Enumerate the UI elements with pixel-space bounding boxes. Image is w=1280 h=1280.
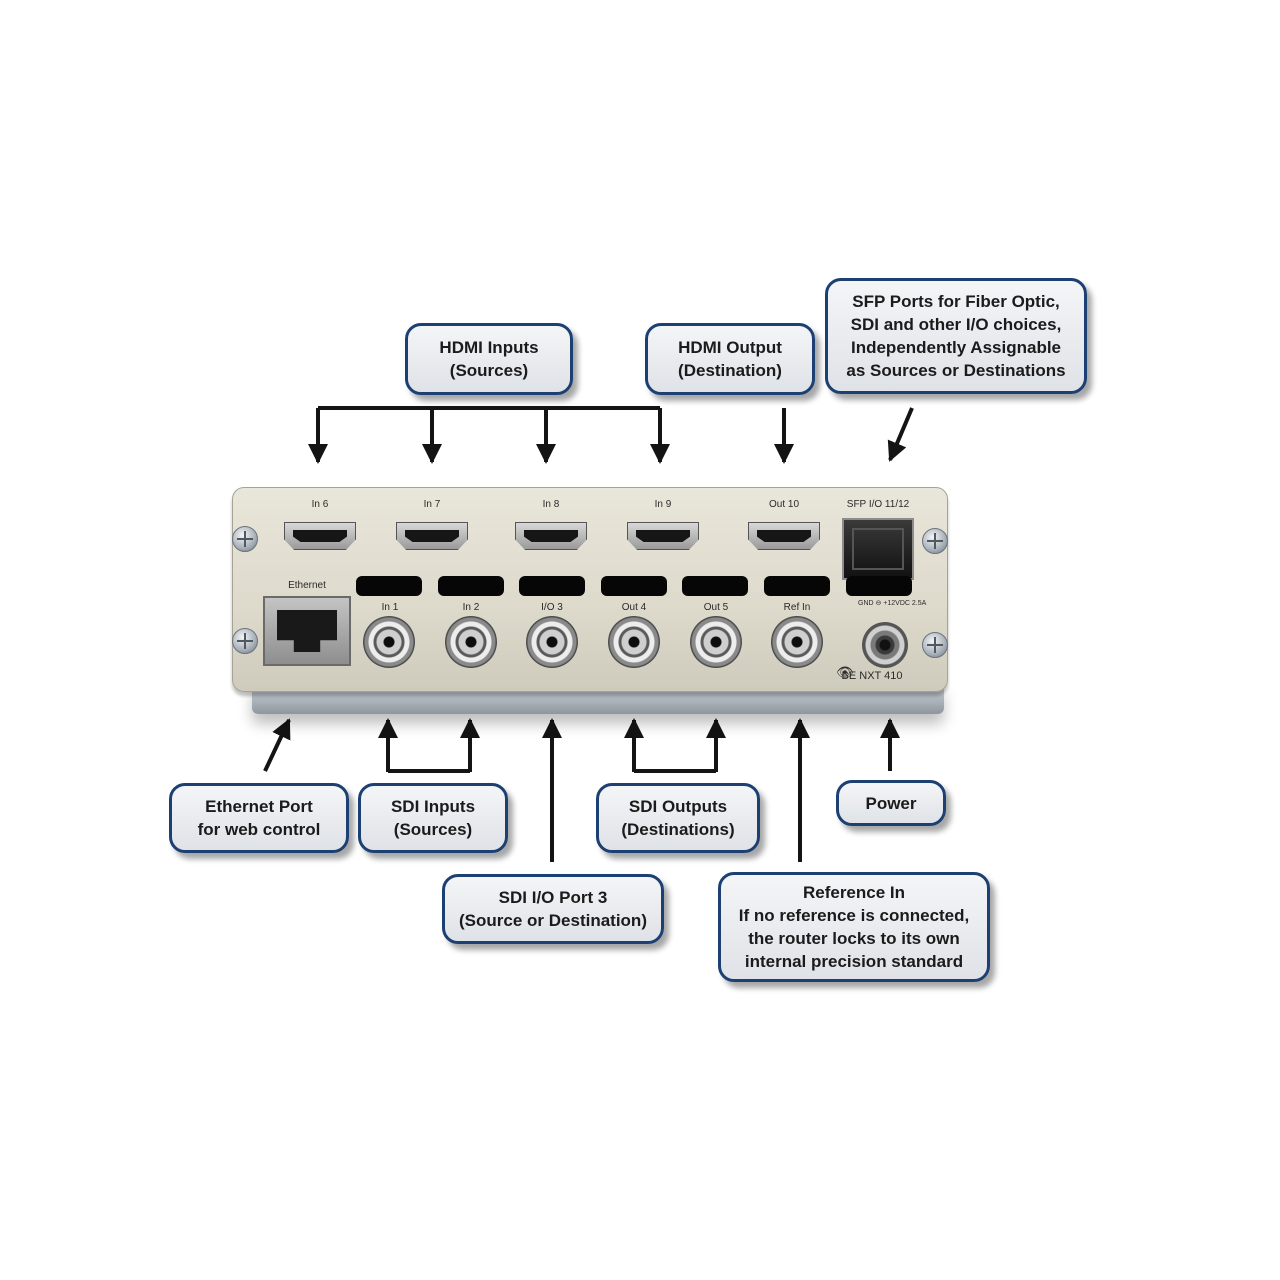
callout-text: as Sources or Destinations: [846, 361, 1066, 380]
callout-text: Independently Assignable: [850, 338, 1062, 357]
sfp-label: SFP I/O 11/12: [846, 499, 910, 510]
sfp-cage: [842, 518, 914, 580]
sfp-arrow: [887, 407, 914, 462]
callout-text: SDI and other I/O choices,: [850, 315, 1062, 334]
label-slot: [682, 576, 748, 596]
callout-hdmi-inputs: HDMI Inputs (Sources): [405, 323, 573, 395]
bnc-io3-label: I/O 3: [541, 602, 563, 613]
callout-power: Power: [836, 780, 946, 826]
callout-hdmi-output: HDMI Output (Destination): [645, 323, 815, 395]
ethernet-port: [263, 596, 351, 666]
callout-text: (Destination): [678, 361, 782, 380]
callout-text: SFP Ports for Fiber Optic,: [852, 292, 1060, 311]
callout-text: HDMI Inputs: [439, 338, 539, 357]
label-slot: [846, 576, 912, 596]
sdi-inputs-bracket: [386, 724, 472, 773]
ethernet-label: Ethernet: [288, 580, 326, 591]
callout-text: (Destinations): [621, 820, 735, 839]
callout-text: SDI Outputs: [628, 797, 728, 816]
power-jack: [862, 622, 908, 668]
hdmi-port-out10: [748, 522, 820, 550]
screw-icon: [922, 632, 948, 658]
callout-reference-in: Reference In If no reference is connecte…: [718, 872, 990, 982]
callout-sfp-ports: SFP Ports for Fiber Optic, SDI and other…: [825, 278, 1087, 394]
callout-sdi-io3: SDI I/O Port 3 (Source or Destination): [442, 874, 664, 944]
callout-text: SDI I/O Port 3: [498, 888, 608, 907]
callout-ethernet: Ethernet Port for web control: [169, 783, 349, 853]
bnc-io3-connector: [526, 616, 578, 668]
model-name: BE NXT 410: [841, 670, 903, 682]
callout-text: Power: [865, 793, 917, 813]
callout-text: SDI Inputs: [390, 797, 476, 816]
bnc-in1-connector: [363, 616, 415, 668]
hdmi-port-in6: [284, 522, 356, 550]
callout-sdi-inputs: SDI Inputs (Sources): [358, 783, 508, 853]
bnc-out4-label: Out 4: [621, 602, 647, 613]
hdmi-out10-label: Out 10: [768, 499, 800, 510]
hdmi-in7-label: In 7: [423, 499, 441, 510]
bnc-in2-connector: [445, 616, 497, 668]
screw-icon: [232, 526, 258, 552]
callout-text: the router locks to its own: [748, 929, 960, 948]
screw-icon: [922, 528, 948, 554]
hdmi-port-in8: [515, 522, 587, 550]
hdmi-port-in9: [627, 522, 699, 550]
callout-text: internal precision standard: [744, 952, 964, 971]
bnc-ref-connector: [771, 616, 823, 668]
callout-text: Ethernet Port: [205, 797, 313, 816]
callout-text: (Sources): [393, 820, 473, 839]
callout-text: (Sources): [449, 361, 529, 380]
label-slot: [356, 576, 422, 596]
bnc-out4-connector: [608, 616, 660, 668]
label-slot: [438, 576, 504, 596]
bnc-ref-label: Ref In: [783, 602, 811, 613]
hdmi-in6-label: In 6: [311, 499, 329, 510]
hdmi-port-in7: [396, 522, 468, 550]
label-slot: [519, 576, 585, 596]
callout-text: HDMI Output: [678, 338, 782, 357]
label-slot: [601, 576, 667, 596]
callout-text: (Source or Destination): [459, 911, 647, 930]
callout-text: Reference In: [802, 883, 906, 902]
screw-icon: [232, 628, 258, 654]
eye-logo-icon: 👁: [836, 664, 854, 680]
power-spec: GND ⊖ +12VDC 2.5A: [858, 600, 927, 607]
callout-sdi-outputs: SDI Outputs (Destinations): [596, 783, 760, 853]
hdmi-in8-label: In 8: [542, 499, 560, 510]
bnc-in2-label: In 2: [462, 602, 480, 613]
callout-text: for web control: [197, 820, 321, 839]
bnc-in1-label: In 1: [381, 602, 399, 613]
label-slot: [764, 576, 830, 596]
callout-text: If no reference is connected,: [738, 906, 970, 925]
ethernet-arrow: [263, 718, 291, 772]
hdmi-in9-label: In 9: [654, 499, 672, 510]
bnc-out5-label: Out 5: [703, 602, 729, 613]
bnc-out5-connector: [690, 616, 742, 668]
